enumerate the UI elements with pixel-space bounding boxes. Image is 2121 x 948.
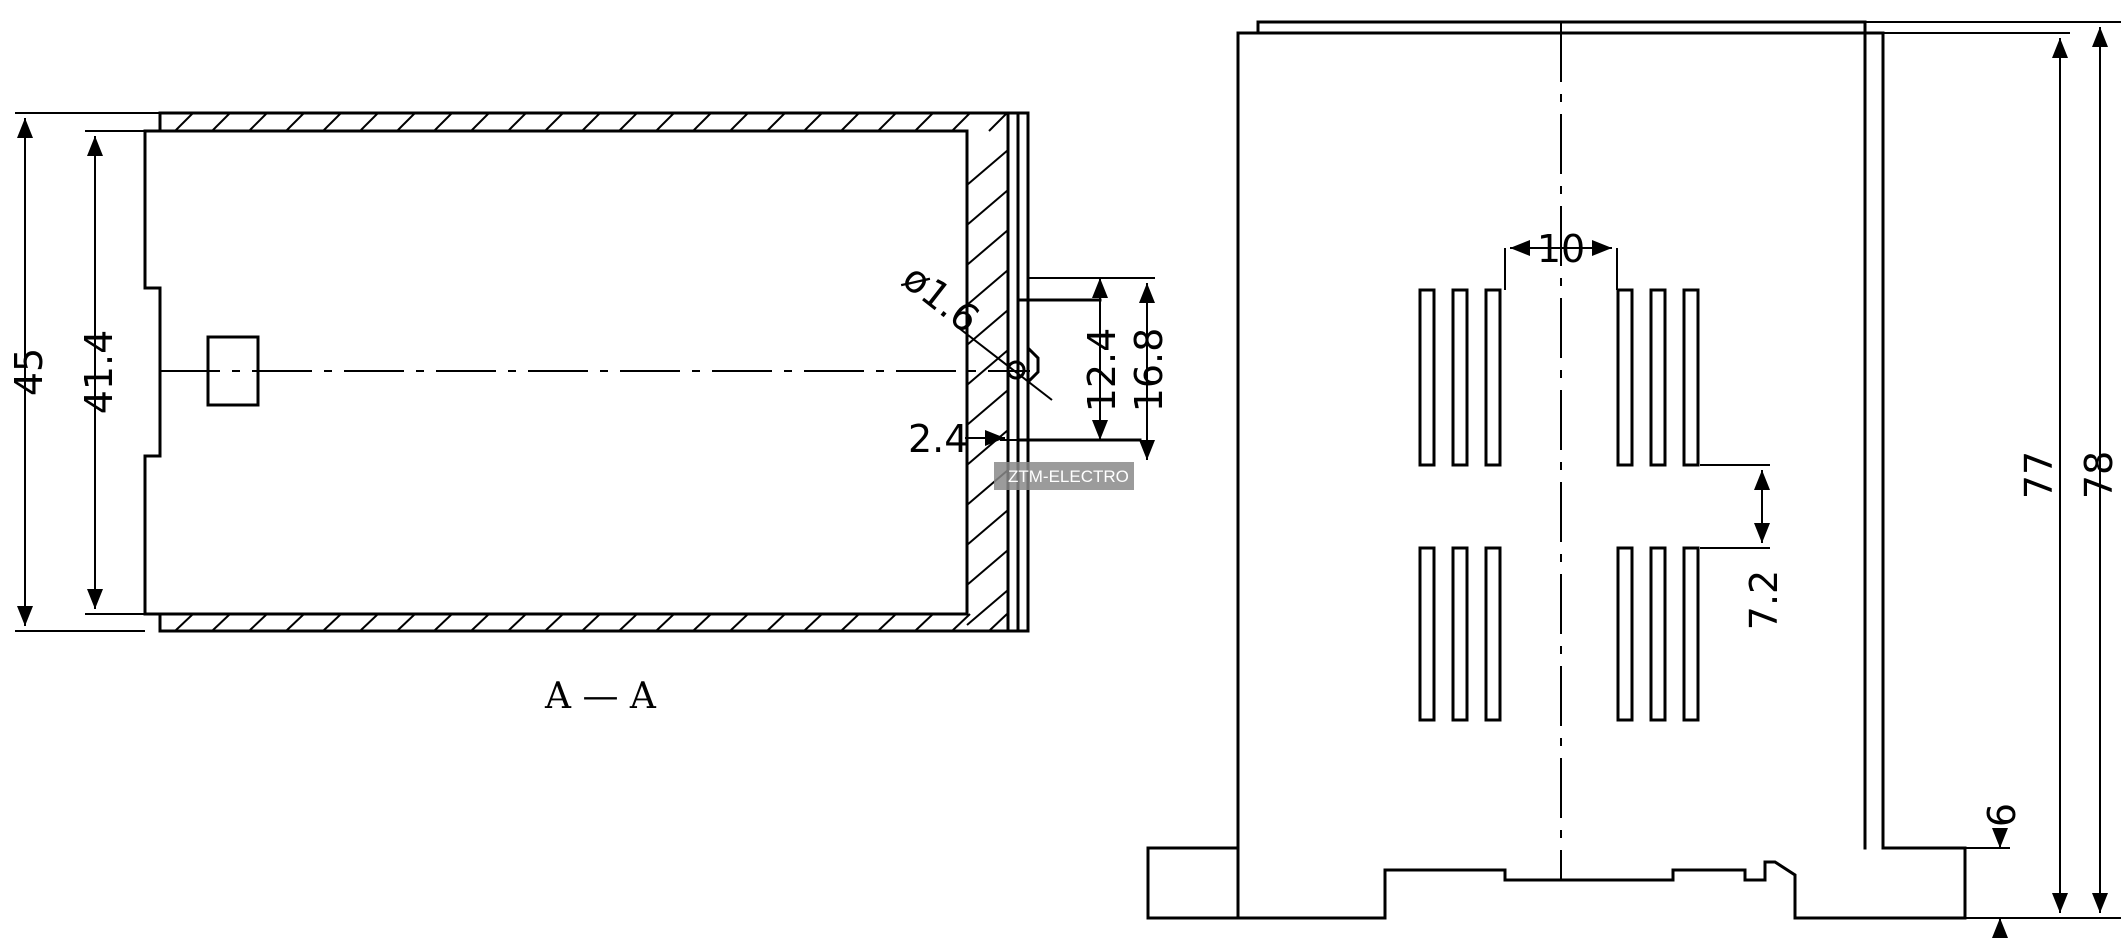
watermark: ZTM-ELECTRO: [994, 462, 1134, 490]
dim-6: 6: [1980, 803, 2024, 827]
vent-slot: [1451, 546, 1469, 722]
bottom-wall-hatch: [174, 613, 1008, 632]
top-wall-hatch: [174, 112, 1008, 132]
dim-77: 77: [2017, 451, 2061, 499]
dim-12-4: 12.4: [1080, 328, 1124, 413]
vent-slot: [1682, 546, 1700, 722]
vent-slot: [1418, 288, 1436, 467]
vent-slots: [1418, 288, 1700, 722]
front-view: 10 7.2 77 78 6: [1146, 20, 2121, 938]
dim-2-4: 2.4: [908, 417, 968, 461]
vent-slot: [1484, 288, 1502, 467]
dim-16-8: 16.8: [1127, 328, 1171, 413]
dim-41-4: 41.4: [77, 330, 121, 415]
side-wall-hatch: [966, 149, 1009, 626]
section-label: A — A: [544, 676, 657, 717]
vent-slot: [1484, 546, 1502, 722]
vent-slot: [1682, 288, 1700, 467]
vent-slot: [1649, 288, 1667, 467]
vent-slot: [1451, 288, 1469, 467]
dim-78: 78: [2077, 451, 2121, 499]
section-view: 45 41.4 ø1.6 12.4 16.8 2.4 A — A: [7, 111, 1171, 717]
dim-diameter: ø1.6: [894, 255, 987, 341]
vent-slot: [1418, 546, 1436, 722]
dim-7-2: 7.2: [1742, 570, 1786, 630]
dim-45: 45: [7, 348, 51, 396]
vent-slot: [1616, 288, 1634, 467]
section-cavity: [143, 129, 969, 616]
front-body: [1236, 31, 1967, 920]
vent-slot: [1649, 546, 1667, 722]
vent-slot: [1616, 546, 1634, 722]
dim-10: 10: [1537, 227, 1585, 271]
svg-text:ZTM-ELECTRO: ZTM-ELECTRO: [1008, 467, 1129, 486]
